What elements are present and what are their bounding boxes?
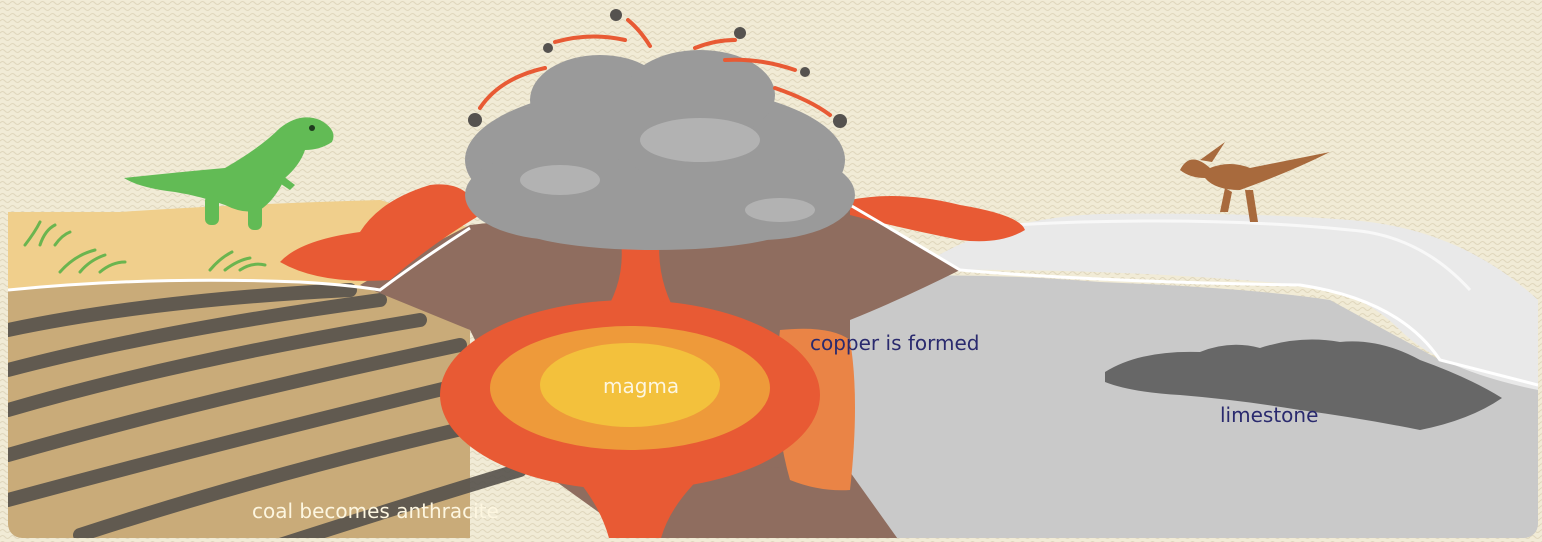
magma-label: magma [603,374,679,398]
limestone-label: limestone [1220,403,1318,427]
copper-label: copper is formed [810,331,979,355]
coal-label: coal becomes anthracite [252,499,499,523]
